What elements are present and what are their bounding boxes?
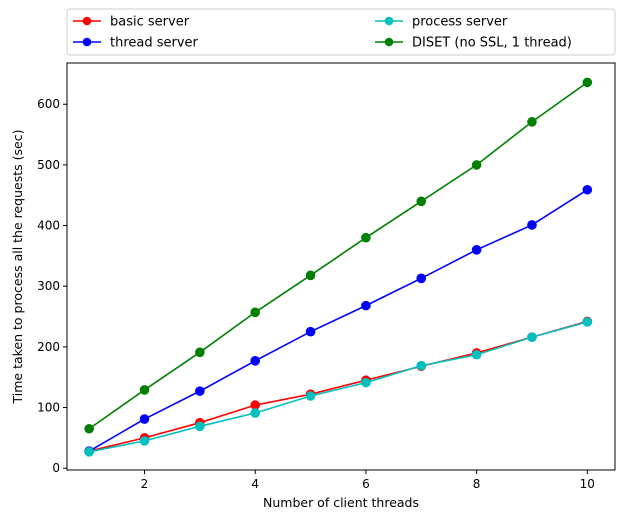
data-point [582,77,593,88]
data-point [582,184,593,195]
legend-label: basic server [110,15,190,30]
legend-swatch-marker [384,37,394,47]
x-tick-label: 2 [141,477,149,491]
data-point [416,273,427,284]
series-line-thread-server [88,189,588,452]
data-point [527,220,537,230]
legend-swatch-marker [82,37,92,47]
legend-label: thread server [110,36,199,51]
legend-box [66,8,616,56]
data-point [195,421,205,432]
x-axis-ticks: 2 4 6 8 10 [141,470,595,491]
legend-swatch-marker [82,16,92,26]
legend-item-thread-server: thread server [73,36,199,51]
y-tick-label: 100 [37,401,60,415]
data-point [195,386,205,396]
series-diset-no-ssl-1-thread [84,77,593,434]
y-tick-label: 600 [37,97,60,111]
legend: basic server thread server process serverD… [66,8,616,56]
data-point [471,349,482,360]
legend-label: process server [412,15,508,30]
data-point [361,232,371,243]
data-point [416,196,427,207]
data-point [139,385,150,395]
data-point [139,436,150,446]
data-point [139,414,150,424]
series-line-process-server [88,321,588,453]
data-point [195,347,205,358]
legend-swatch-marker [384,16,394,26]
data-point [84,447,94,457]
y-tick-label: 0 [52,461,60,475]
series-process-server [84,317,593,457]
x-tick-label: 8 [473,477,481,491]
data-point [527,332,537,342]
data-point [361,377,371,388]
data-point [416,360,427,371]
y-tick-label: 500 [37,158,60,172]
data-point [305,391,316,401]
data-point [250,356,261,366]
y-tick-label: 300 [37,279,60,293]
data-point [250,408,261,418]
legend-item-diset-no-ssl-1-thread: DISET (no SSL, 1 thread) [375,36,572,51]
data-point [582,317,593,327]
data-point [305,326,316,337]
y-axis-ticks: 0 100 200 300 400 500 600 [37,97,67,475]
series-layer [84,77,593,457]
y-tick-label: 200 [37,340,60,354]
legend-item-basic-server: basic server [73,15,190,30]
y-axis-label: Time taken to process all the requests (… [10,130,25,405]
x-tick-label: 10 [580,477,595,491]
series-line-basic-server [88,320,588,452]
y-tick-label: 400 [37,219,60,233]
x-axis-label: Number of client threads [263,495,419,510]
series-line-diset-no-ssl-1-thread [88,81,588,430]
data-point [84,423,94,434]
x-tick-label: 4 [251,477,259,491]
legend-item-process-server: process server [375,15,508,30]
data-point [527,117,537,127]
data-point [250,400,261,410]
plot-area [66,62,616,471]
legend-label: DISET (no SSL, 1 thread) [412,36,572,51]
data-point [361,300,371,311]
data-point [305,270,316,281]
x-tick-label: 6 [362,477,370,491]
data-point [471,160,482,170]
data-point [471,245,482,255]
data-point [250,307,261,318]
